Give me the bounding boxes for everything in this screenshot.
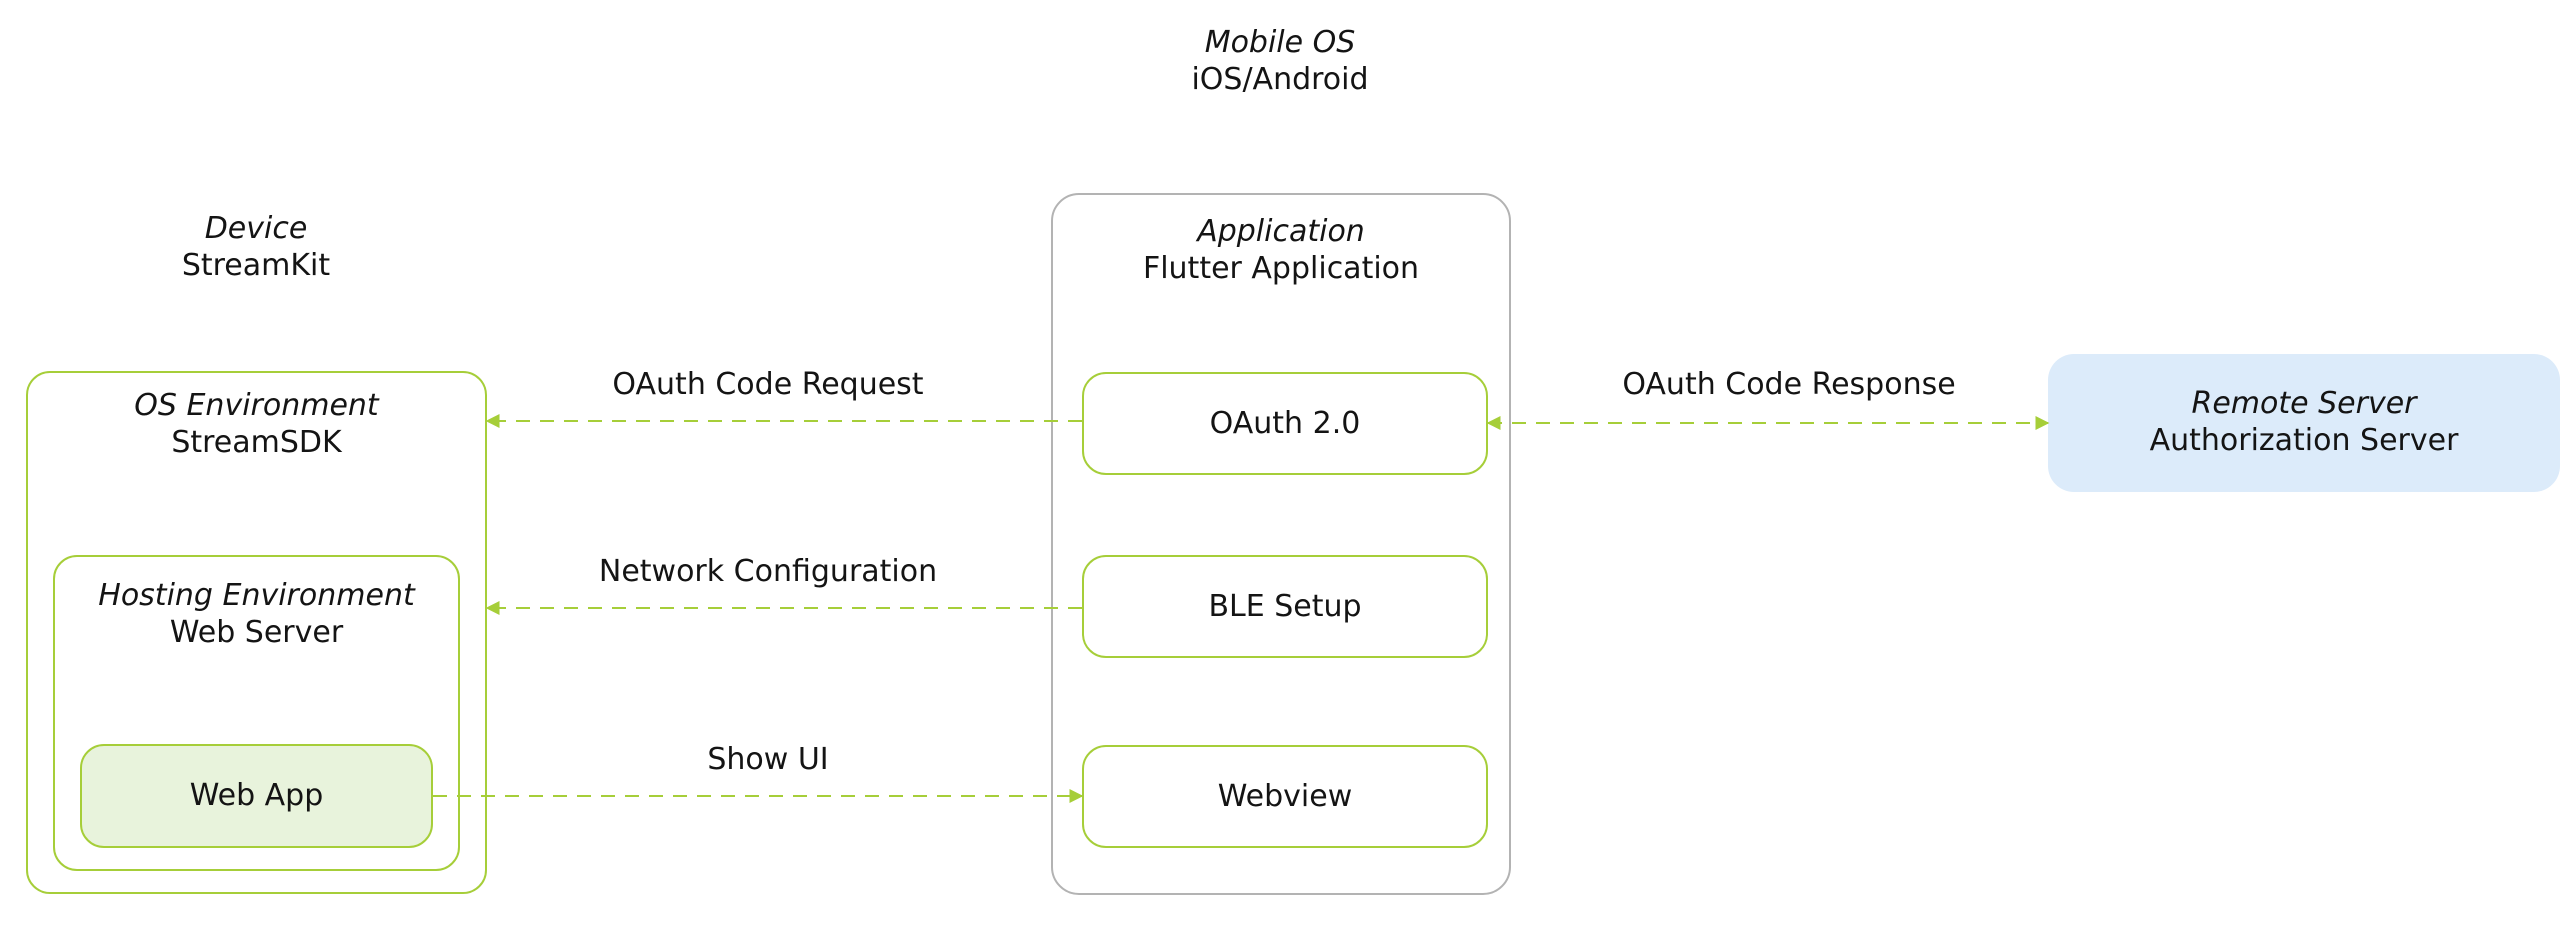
- oauth-label: OAuth 2.0: [1209, 406, 1361, 441]
- web-app-label: Web App: [189, 778, 324, 813]
- oauth-code-request-label: OAuth Code Request: [612, 367, 924, 402]
- web-app-node[interactable]: Web App: [80, 744, 433, 848]
- os-environment-label: OS Environment StreamSDK: [28, 387, 485, 461]
- hosting-environment-label: Hosting Environment Web Server: [55, 577, 458, 651]
- ble-setup-label: BLE Setup: [1208, 589, 1362, 624]
- webview-node[interactable]: Webview: [1082, 745, 1488, 848]
- hosting-environment-name: Web Server: [169, 615, 344, 650]
- mobile-os-type: Mobile OS: [1204, 25, 1356, 60]
- device-name: StreamKit: [181, 248, 331, 283]
- oauth-code-response-label: OAuth Code Response: [1622, 367, 1956, 402]
- os-environment-name: StreamSDK: [171, 425, 342, 460]
- os-environment-type: OS Environment: [134, 388, 379, 423]
- oauth-node[interactable]: OAuth 2.0: [1082, 372, 1488, 475]
- remote-server-node[interactable]: Remote Server Authorization Server: [2048, 354, 2560, 492]
- ble-setup-node[interactable]: BLE Setup: [1082, 555, 1488, 658]
- hosting-environment-type: Hosting Environment: [98, 578, 415, 613]
- remote-server-type: Remote Server: [2191, 386, 2417, 421]
- remote-server-label: Remote Server Authorization Server: [2048, 385, 2560, 459]
- application-label: Application Flutter Application: [1053, 213, 1509, 287]
- application-name: Flutter Application: [1142, 251, 1420, 286]
- application-type: Application: [1197, 214, 1365, 249]
- mobile-os-name: iOS/Android: [1191, 62, 1369, 97]
- show-ui-label: Show UI: [707, 742, 829, 777]
- device-label: Device StreamKit: [106, 210, 406, 284]
- device-type: Device: [204, 211, 308, 246]
- network-configuration-label: Network Configuration: [598, 554, 938, 589]
- mobile-os-label: Mobile OS iOS/Android: [1130, 24, 1430, 98]
- remote-server-name: Authorization Server: [2149, 423, 2459, 458]
- webview-label: Webview: [1217, 779, 1353, 814]
